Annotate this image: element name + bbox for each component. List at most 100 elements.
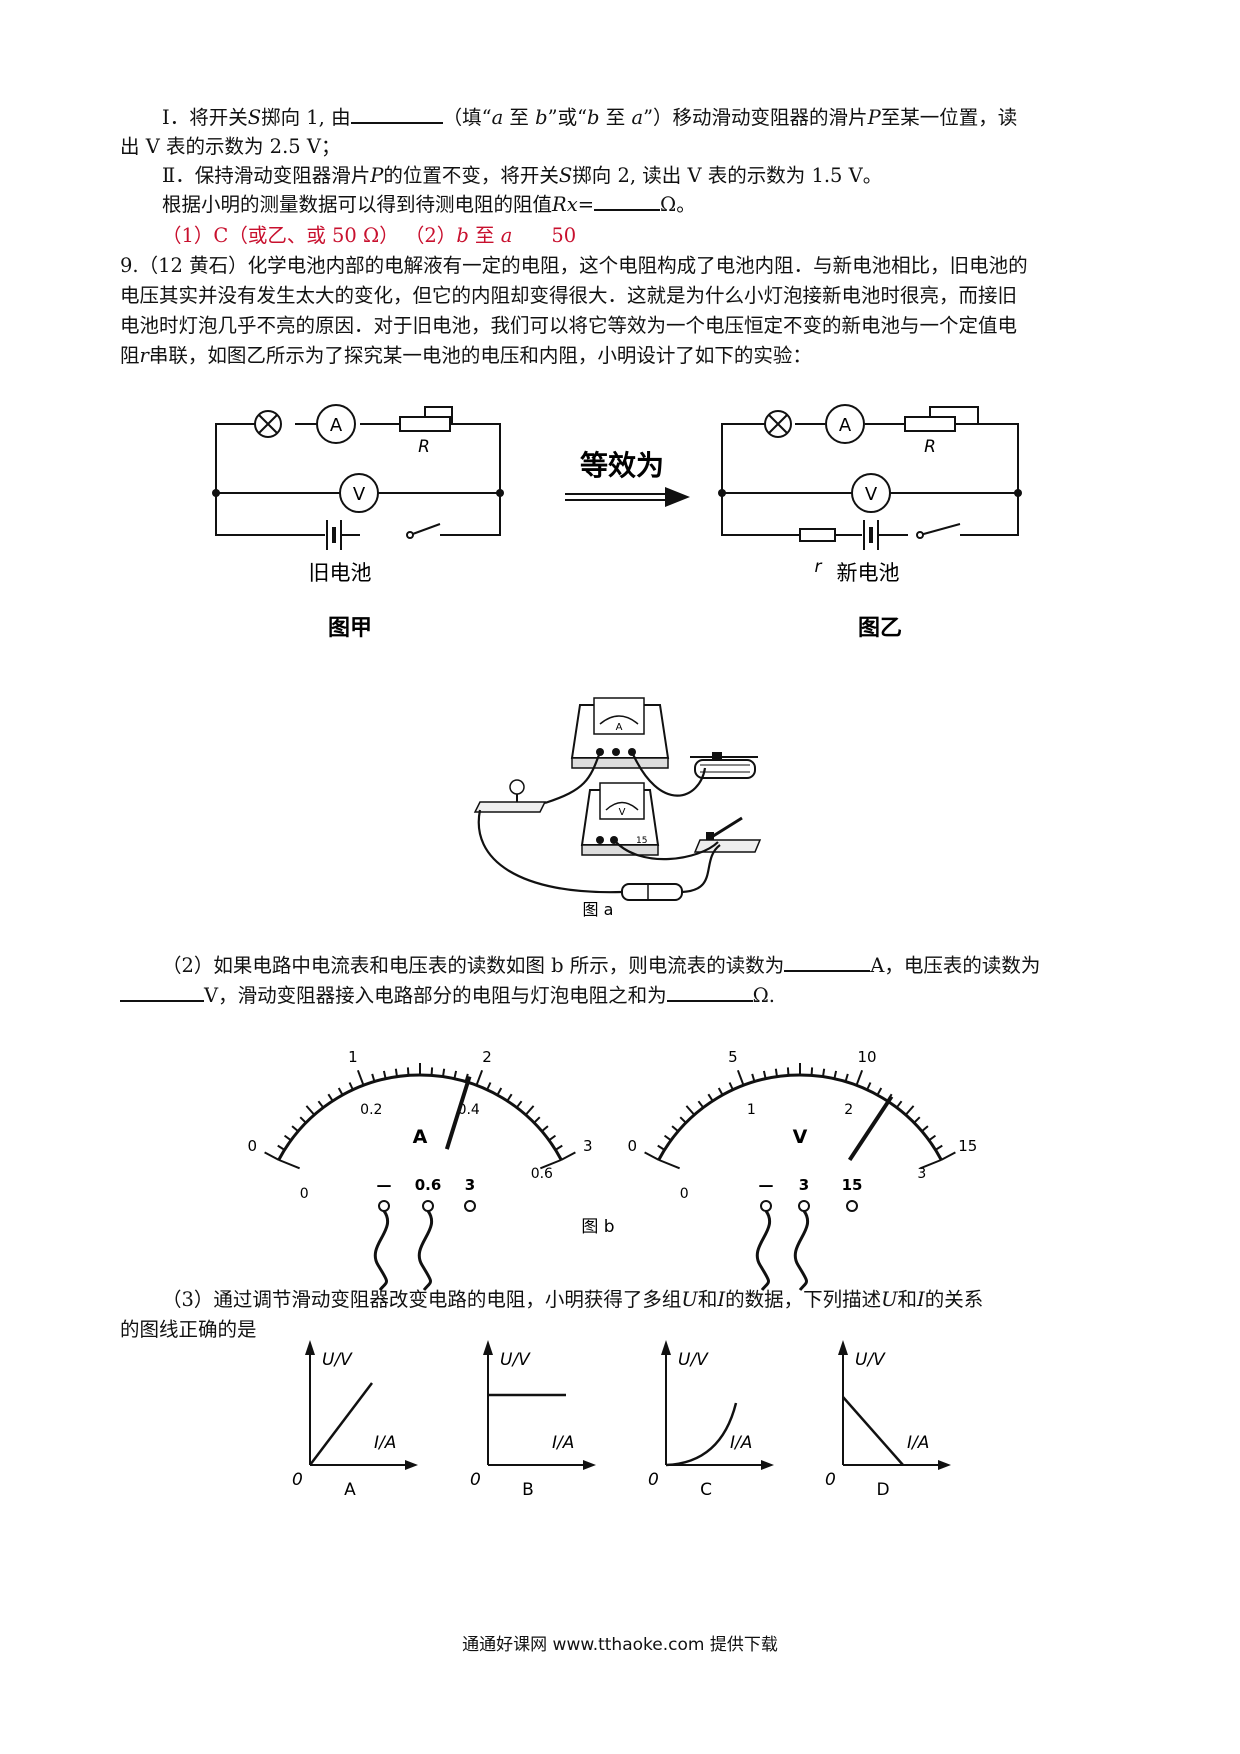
- dial-inner-label: 3: [917, 1166, 926, 1182]
- dial-tick: [876, 1087, 883, 1096]
- dial-tick: [895, 1100, 903, 1109]
- dial-inner-label: 0.4: [458, 1102, 480, 1118]
- graph-curve: [309, 1382, 373, 1466]
- circuit-jia: [215, 423, 501, 536]
- dial-unit: A: [413, 1126, 428, 1148]
- dial-tick: [371, 1073, 376, 1082]
- terminal-label: 3: [799, 1176, 809, 1194]
- dial-tick: [866, 1082, 872, 1091]
- dial-tick: [524, 1105, 535, 1116]
- terminal-label: 3: [465, 1176, 475, 1194]
- dial-tick: [855, 1069, 864, 1086]
- q9-line4: 阻r串联，如图乙所示为了探究某一电池的电压和内阻，小明设计了如下的实验：: [120, 344, 812, 367]
- dial-tick: [541, 1125, 549, 1133]
- rheostat-symbol: R: [399, 406, 453, 457]
- dial-tick: [382, 1070, 387, 1079]
- terminal-post: [378, 1200, 390, 1212]
- svg-text:A: A: [839, 415, 852, 436]
- dial-tick: [442, 1068, 446, 1077]
- answer-blank-rx[interactable]: [594, 191, 661, 211]
- voltmeter-symbol: V: [339, 473, 379, 513]
- dial-tick: [464, 1073, 469, 1082]
- answer-blank-voltage[interactable]: [120, 982, 204, 1002]
- dial-tick: [554, 1144, 563, 1151]
- dial-tick: [751, 1073, 756, 1082]
- svg-text:r: r: [815, 557, 823, 577]
- fig-jia-caption: 图甲: [328, 616, 372, 641]
- answer-blank-resistance[interactable]: [666, 982, 753, 1002]
- dial-tick: [277, 1144, 286, 1151]
- dial-tick: [928, 1134, 937, 1142]
- step1-cont: 出 V 表的示数为 2.5 V；: [120, 135, 341, 158]
- origin-label: 0: [292, 1470, 303, 1490]
- dial-tick: [496, 1087, 503, 1096]
- dial-tick: [486, 1082, 492, 1091]
- dial-inner-label: 1: [747, 1102, 756, 1118]
- footer-credit: 通通好课网 www.tthaoke.com 提供下载: [462, 1635, 778, 1655]
- lead-wire: [755, 1210, 772, 1291]
- old-battery-label: 旧电池: [309, 561, 372, 585]
- svg-text:A: A: [330, 415, 343, 436]
- axis-y-label: U/V: [855, 1350, 886, 1370]
- dial-tick: [430, 1067, 434, 1076]
- lamp-icon: [764, 410, 792, 438]
- bulb-device: [473, 779, 547, 813]
- resistor-r-symbol: r: [799, 528, 836, 577]
- axis-x-label: I/A: [907, 1433, 929, 1453]
- answer-blank-1[interactable]: [350, 104, 443, 124]
- step1-line: Ⅰ．将开关S掷向 1, 由（填“a 至 b”或“b 至 a”）移动滑动变阻器的滑…: [162, 104, 1018, 129]
- dial-outer-label: 3: [583, 1137, 593, 1155]
- dial-tick: [327, 1093, 334, 1102]
- dial-tick: [560, 1151, 576, 1161]
- dial-tick: [833, 1070, 838, 1079]
- fig-yi-caption: 图乙: [858, 616, 902, 641]
- terminal-label: 15: [842, 1176, 863, 1194]
- rx-line: 根据小明的测量数据可以得到待测电阻的阻值Rx=Ω。: [162, 191, 696, 216]
- dial-tick: [394, 1068, 398, 1077]
- dial-tick: [533, 1116, 541, 1124]
- graph-curve: [665, 1402, 738, 1467]
- terminal-label: —: [377, 1176, 392, 1194]
- dial-outer-label: 1: [348, 1048, 358, 1066]
- dial-tick: [940, 1151, 956, 1161]
- dial-arc: [657, 1073, 943, 1161]
- step2-line: Ⅱ．保持滑动变阻器滑片P的位置不变，将开关S掷向 2, 读出 V 表的示数为 1…: [162, 164, 883, 187]
- dial-unit: V: [793, 1126, 808, 1148]
- dial-tick: [762, 1070, 767, 1079]
- arrow-right-icon: [565, 487, 690, 507]
- axis-x-label: I/A: [730, 1433, 752, 1453]
- dial-tick: [663, 1134, 672, 1142]
- lamp-icon: [254, 410, 282, 438]
- rheostat-device: [690, 752, 758, 779]
- dial-tick: [707, 1093, 714, 1102]
- svg-text:V: V: [619, 807, 626, 818]
- fig-b-caption: 图 b: [581, 1217, 614, 1237]
- dial-tick: [934, 1144, 943, 1151]
- equivalent-label: 等效为: [580, 449, 664, 482]
- sub3-text: （3）通过调节滑动变阻器改变电路的电阻，小明获得了多组U和I的数据，下列描述U和…: [162, 1288, 984, 1311]
- dial-tick: [921, 1125, 929, 1133]
- fig-a-caption: 图 a: [583, 900, 614, 919]
- ammeter-symbol: A: [825, 404, 865, 444]
- axis-y-label: U/V: [322, 1350, 353, 1370]
- svg-text:V: V: [865, 484, 878, 505]
- terminal-label: —: [759, 1176, 774, 1194]
- dial-inner-label: 0.2: [360, 1102, 382, 1118]
- graph-curve: [842, 1396, 904, 1466]
- answer-blank-current[interactable]: [784, 952, 871, 972]
- axis-y-label: U/V: [678, 1350, 709, 1370]
- dial-tick: [717, 1087, 724, 1096]
- circuit-yi: [721, 423, 1019, 536]
- dial-tick: [657, 1144, 666, 1151]
- lead-wire: [793, 1210, 810, 1291]
- dial-tick: [515, 1100, 523, 1109]
- origin-label: 0: [825, 1470, 836, 1490]
- dial-tick: [728, 1082, 734, 1091]
